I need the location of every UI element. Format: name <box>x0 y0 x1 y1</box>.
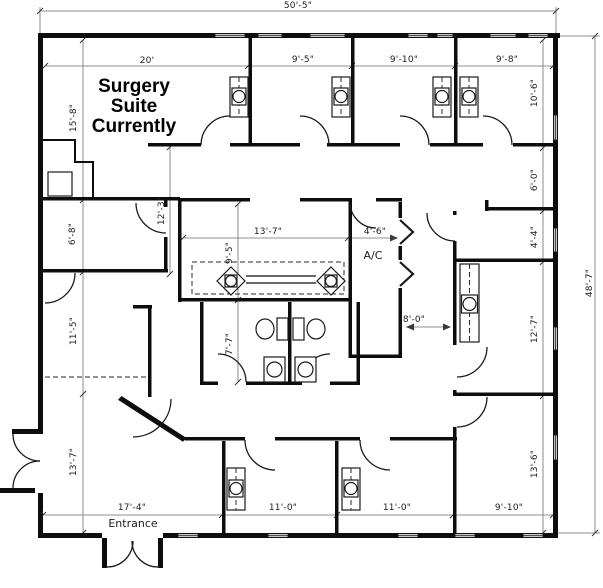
dim-corridor-left: 12'-3" <box>157 197 167 225</box>
labels: Surgery Suite Currently 50'-5" 48'-7" 20… <box>68 1 595 530</box>
window-icon <box>407 33 429 38</box>
window-icon <box>436 33 454 38</box>
room-label-ac: A/C <box>364 249 383 262</box>
door-arc <box>131 540 159 568</box>
door-arc <box>12 433 41 462</box>
windows <box>177 33 558 538</box>
interior-walls <box>38 38 553 533</box>
sink-counter-icon <box>341 467 361 511</box>
lavatory-icon <box>292 317 326 341</box>
window-icon <box>553 434 558 461</box>
sink-counter-icon <box>229 76 249 118</box>
lavatory-icon <box>255 317 289 341</box>
door-arc <box>482 115 513 146</box>
door-arc <box>217 353 247 383</box>
door-arcs <box>12 115 513 568</box>
fixtures <box>216 76 480 511</box>
plan-title-line2: Suite <box>111 96 157 117</box>
window-icon <box>553 326 558 351</box>
window-icon <box>489 33 517 38</box>
door-arc <box>44 272 76 304</box>
dim-right-small-room: 4'-4" <box>530 226 540 248</box>
plan-title-line1: Surgery <box>98 76 170 97</box>
door-arc <box>12 460 41 489</box>
dim-ac-width: 4'-6" <box>364 227 386 237</box>
dim-left-mid: 11'-5" <box>69 317 79 345</box>
wall-break-icon <box>399 219 415 245</box>
window-icon <box>309 33 346 38</box>
dim-corridor-right: 8'-0" <box>403 315 425 325</box>
door-arc <box>106 540 134 568</box>
sink-counter-icon <box>432 76 452 118</box>
door-arc <box>456 346 488 378</box>
sink-counter-icon <box>459 263 480 343</box>
dim-core-width: 13'-7" <box>254 227 282 237</box>
dim-bottom-entry: 17'-4" <box>118 503 146 513</box>
dim-overall-width: 50'-5" <box>284 1 312 11</box>
corner-sink-icon <box>316 266 346 296</box>
sink-counter-icon <box>226 467 246 511</box>
plan-title-line3: Currently <box>92 116 177 137</box>
dim-left-room: 6'-8" <box>68 223 78 245</box>
window-icon <box>267 533 289 538</box>
dim-core-height: 9'-5" <box>225 242 235 264</box>
dim-right-mid-room: 12'-7" <box>530 315 540 343</box>
door-arc <box>426 212 456 242</box>
dim-right-corner-room: 10'-6" <box>530 79 540 107</box>
door-arc <box>349 201 377 229</box>
dim-bottom-room-1: 11'-0" <box>269 503 297 513</box>
window-icon <box>214 33 246 38</box>
dim-overall-height: 48'-7" <box>585 269 595 297</box>
dim-bottom-room-2: 11'-0" <box>383 503 411 513</box>
window-icon <box>553 114 558 141</box>
dimension-lines <box>39 7 600 534</box>
dim-top-room-1: 9'-5" <box>292 55 314 65</box>
dim-restroom-height: 7'-7" <box>225 333 235 355</box>
toilet-icon <box>263 356 286 383</box>
door-arc <box>200 115 231 146</box>
toilet-icon <box>294 356 317 383</box>
door-arc <box>135 202 167 234</box>
window-icon <box>257 33 283 38</box>
dim-bottom-room-3: 9'-10" <box>495 503 523 513</box>
corner-sink-icon <box>216 266 246 296</box>
hidden-lines <box>45 261 345 378</box>
door-arc <box>299 115 330 146</box>
dim-right-lower-room: 13'-6" <box>530 450 540 478</box>
dim-right-closet: 6'-0" <box>530 169 540 191</box>
door-arc <box>244 439 276 471</box>
dim-surgery-suite-width: 20' <box>140 56 155 66</box>
sink-counter-icon <box>331 76 351 118</box>
door-arc <box>399 115 430 146</box>
room-label-entrance: Entrance <box>108 517 158 530</box>
door-arc <box>456 396 488 428</box>
door-arc <box>132 398 172 438</box>
dim-left-lower: 13'-7" <box>69 448 79 476</box>
dim-top-room-2: 9'-10" <box>390 55 418 65</box>
dim-left-upper: 15'-8" <box>69 104 79 132</box>
window-icon <box>454 533 476 538</box>
exterior-walls <box>0 33 560 568</box>
wall-break-icon <box>399 261 415 287</box>
window-icon <box>527 33 549 38</box>
nurses-station-counter <box>216 266 346 296</box>
dim-top-room-3: 9'-8" <box>496 55 518 65</box>
sink-counter-icon <box>459 76 479 118</box>
window-icon <box>522 533 544 538</box>
window-icon <box>553 227 558 253</box>
window-icon <box>177 533 199 538</box>
window-icon <box>397 533 419 538</box>
door-arc <box>359 439 391 471</box>
